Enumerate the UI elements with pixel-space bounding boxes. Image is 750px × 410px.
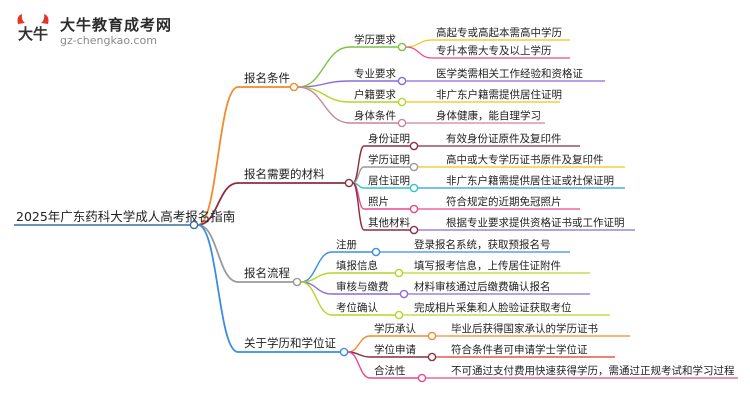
child-link [352,182,365,231]
leaf-link [405,46,433,59]
child-label: 学历要求 [354,33,396,46]
child-node-toggle[interactable] [397,118,407,128]
logo-title: 大牛教育成考网 [60,16,173,34]
site-logo[interactable]: 大牛 大牛教育成考网 gz-chengkao.com [8,8,208,52]
child-label: 审核与缴费 [336,280,389,293]
leaf-label: 完成相片采集和人脸验证获取考位 [414,301,572,314]
leaf-label: 非广东户籍需提供居住证或社保证明 [446,174,614,187]
branch-node-toggle[interactable] [289,82,299,92]
child-node-toggle[interactable] [409,183,419,193]
child-label: 学历承认 [374,322,416,335]
leaf-label: 非广东户籍需提供居住证明 [436,88,562,101]
leaf-label: 身体健康，能自理学习 [436,109,541,122]
child-label: 户籍要求 [354,88,396,101]
leaf-link [405,39,433,48]
leaf-label: 符合规定的近期免冠照片 [446,195,562,208]
child-label: 填报信息 [336,259,378,272]
child-node-toggle[interactable] [399,289,409,299]
child-label: 其他材料 [368,216,410,229]
branch-label: 关于学历和学位证 [244,336,336,350]
branch-node-toggle[interactable] [344,178,354,188]
child-node-toggle[interactable] [397,97,407,107]
leaf-label: 毕业后获得国家承认的学历证书 [451,322,598,335]
child-node-toggle[interactable] [394,310,404,320]
mind-map-links [14,39,738,379]
branch-link [197,224,239,283]
leaf-label: 医学类需相关工作经验和资格证 [436,67,583,80]
child-label: 居住证明 [368,174,410,187]
branch-label: 报名流程 [244,266,290,280]
leaf-label: 不可通过支付费用快速获得学历，需通过正规考试和学习过程 [451,364,735,377]
leaf-label: 填写报考信息，上传居住证附件 [414,259,561,272]
leaf-label: 专升本需大专及以上学历 [436,44,552,57]
child-link [347,351,371,379]
child-link [347,335,371,353]
child-label: 合法性 [374,364,406,377]
leaf-label: 登录报名系统，获取预报名号 [414,238,551,251]
leaf-label: 根据专业要求提供资格证书或工作证明 [446,216,625,229]
logo-mark-text: 大牛 [18,25,48,43]
child-label: 考位确认 [336,301,378,314]
child-node-toggle[interactable] [371,247,381,257]
bull-logo-icon: 大牛 [17,14,49,43]
child-node-toggle[interactable] [409,204,419,214]
child-label: 注册 [336,238,357,251]
branch-node-toggle[interactable] [292,277,302,287]
child-link [297,46,351,88]
child-link [297,86,351,103]
child-link [352,145,365,184]
child-node-toggle[interactable] [409,225,419,235]
root-node-toggle[interactable] [189,220,199,230]
branch-link [197,86,239,226]
child-node-toggle[interactable] [409,162,419,172]
child-label: 身体条件 [354,109,396,122]
branch-node-toggle[interactable] [339,347,349,357]
branch-link [197,224,239,353]
child-node-toggle[interactable] [397,76,407,86]
mind-map-nodes: 2025年广东药科大学成人高考报名指南报名条件学历要求高起专或高起本需高中学历专… [16,26,735,383]
leaf-label: 有效身份证原件及复印件 [446,132,562,145]
child-node-toggle[interactable] [397,42,407,52]
child-node-toggle[interactable] [427,352,437,362]
child-label: 照片 [368,195,389,208]
child-link [300,281,333,316]
child-label: 身份证明 [368,132,410,145]
leaf-label: 材料审核通过后缴费确认报名 [414,280,551,293]
leaf-label: 高起专或高起本需高中学历 [436,26,562,39]
child-label: 学位申请 [374,343,416,356]
branch-label: 报名条件 [244,71,290,85]
child-node-toggle[interactable] [409,141,419,151]
leaf-label: 高中或大专学历证书原件及复印件 [446,153,604,166]
child-label: 专业要求 [354,67,396,80]
child-node-toggle[interactable] [427,331,437,341]
logo-url: gz-chengkao.com [60,34,157,47]
branch-label: 报名需要的材料 [244,167,325,181]
child-node-toggle[interactable] [394,268,404,278]
leaf-label: 符合条件者可申请学士学位证 [451,343,588,356]
branch-link [197,182,239,226]
child-link [297,80,351,88]
child-node-toggle[interactable] [417,373,427,383]
child-label: 学历证明 [368,153,410,166]
root-title: 2025年广东药科大学成人高考报名指南 [16,209,235,224]
child-link [297,86,351,124]
